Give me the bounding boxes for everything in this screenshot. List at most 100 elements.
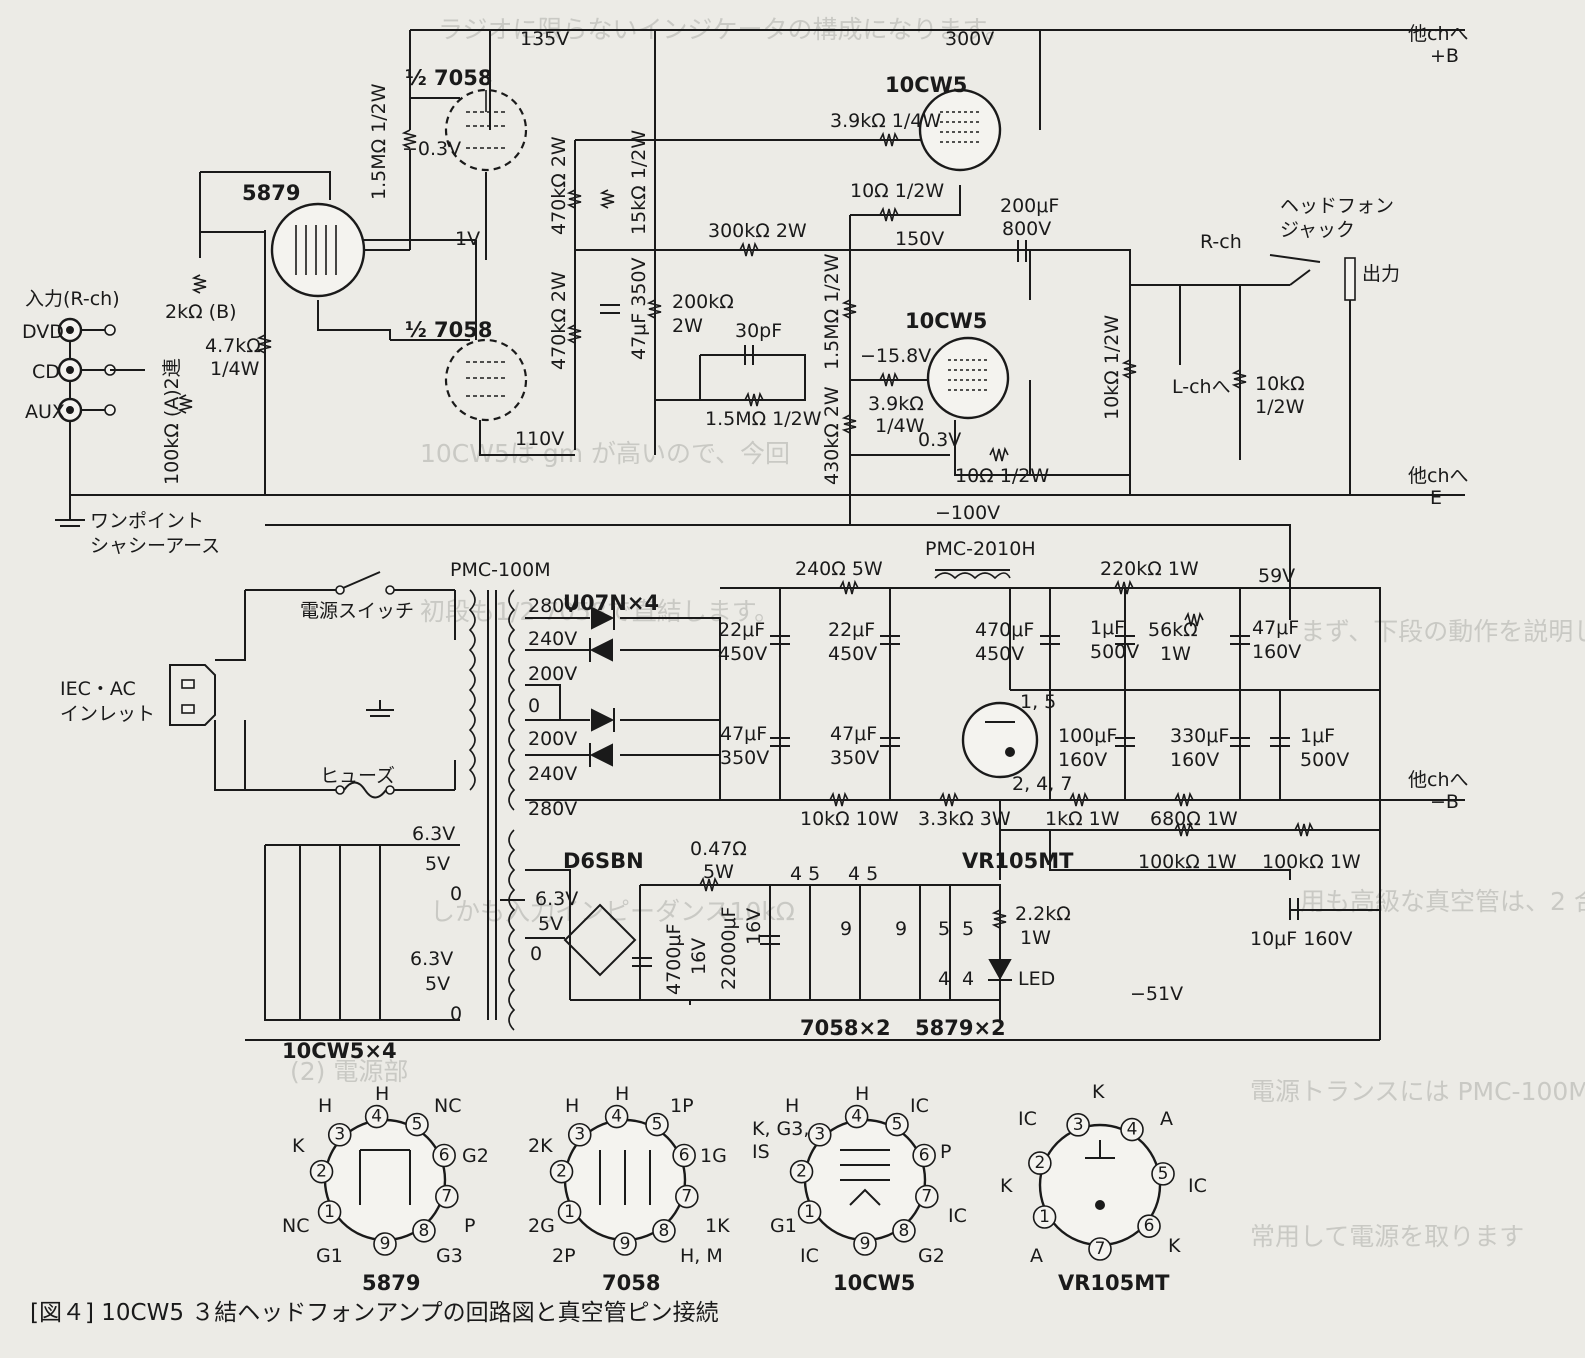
capacitor-label: 47μF <box>830 723 877 745</box>
pin-label: H <box>318 1095 332 1117</box>
pin-label: 4 5 <box>848 863 878 885</box>
tap-label: 280V <box>528 595 577 617</box>
choke-coil <box>934 572 1011 580</box>
pin-number: 7 <box>441 1187 452 1207</box>
headphone-jack <box>1269 254 1356 301</box>
pin-number-circle <box>1028 1151 1052 1175</box>
heater-label: 7058×2 <box>800 1016 891 1040</box>
resistor-label: 300kΩ 2W <box>708 220 807 242</box>
pin-number-circle <box>675 1184 699 1209</box>
tube-labels: ½ 7058 ½ 7058 5879 10CW5 10CW5 VR105MT L… <box>242 66 1074 990</box>
pin-number-circle <box>652 1218 676 1243</box>
pin-label: P <box>464 1215 475 1237</box>
resistor-label: 10kΩ <box>1255 373 1305 395</box>
capacitor-label: 450V <box>718 643 767 665</box>
pin-number: 9 <box>380 1234 391 1254</box>
resistor-label: 680Ω 1W <box>1150 808 1238 830</box>
resistor-label: 470kΩ 2W <box>548 136 570 235</box>
resistor-label: 100kΩ 1W <box>1138 851 1237 873</box>
pinout-name: 10CW5 <box>833 1271 915 1295</box>
background-text: ラジオに限らないインジケータの構成になります。 10CW5は gm が高いので、… <box>290 15 1585 1251</box>
fuse-symbol <box>335 781 395 799</box>
capacitor-label: 500V <box>1090 641 1139 663</box>
capacitor-label: 16V <box>688 938 710 975</box>
ground-label: シャシーアース <box>90 535 220 557</box>
pin-label: K <box>292 1135 305 1157</box>
pin-number: 3 <box>814 1125 825 1145</box>
resistor-label: 100kΩ 1W <box>1262 851 1361 873</box>
resistor-label: 56kΩ <box>1148 619 1198 641</box>
capacitor-label: 160V <box>1058 749 1107 771</box>
pin-number-circle <box>1120 1117 1144 1142</box>
bg-text-line: まず、下段の動作を説明します <box>1300 617 1585 646</box>
pin-label: A <box>1030 1245 1043 1267</box>
heater-label: 10CW5×4 <box>282 1039 397 1063</box>
pin-number-circle <box>613 1232 637 1256</box>
pin-number: 9 <box>620 1234 631 1254</box>
voltage-300v: 300V <box>945 28 994 50</box>
pin-label: G2 <box>918 1245 945 1267</box>
pin-label: K <box>1092 1081 1105 1103</box>
pin-number-circle <box>789 1159 814 1184</box>
pin-number-circle <box>327 1122 352 1147</box>
output-label: 出力 <box>1362 263 1400 285</box>
wiring <box>69 29 1465 1041</box>
pin-number: 5 <box>892 1115 903 1135</box>
resistor-label: 200kΩ <box>672 291 734 313</box>
tap-label: 0 <box>450 883 462 905</box>
tube-label-10cw5-b: 10CW5 <box>905 309 987 333</box>
pin-label: 2P <box>552 1245 576 1267</box>
pin-label: K <box>1000 1175 1013 1197</box>
pin-number: 2 <box>316 1162 327 1182</box>
input-aux-label: AUX <box>25 401 65 423</box>
tube-10cw5-a <box>918 88 1002 172</box>
pin-number: 8 <box>659 1221 670 1241</box>
pinout-name: VR105MT <box>1058 1271 1170 1295</box>
resistor-label: 3.9kΩ <box>868 393 924 415</box>
pin-label: 1P <box>670 1095 694 1117</box>
transformer-label: PMC-100M <box>450 559 551 581</box>
pin-number: 5 <box>1158 1164 1169 1184</box>
tap-label: 5V <box>425 853 450 875</box>
pin-number: 1 <box>564 1202 575 1222</box>
resistor-label: 220kΩ 1W <box>1100 558 1199 580</box>
tube-label-10cw5-a: 10CW5 <box>885 73 967 97</box>
capacitor-label: 1μF <box>1300 725 1335 747</box>
pin-label: 2, 4, 7 <box>1012 773 1072 795</box>
pin-number: 2 <box>796 1162 807 1182</box>
resistor-label: 470kΩ 2W <box>548 271 570 370</box>
pin-number-circle <box>309 1159 334 1184</box>
tap-label: 5V <box>538 913 563 935</box>
input-cd-label: CD <box>32 361 60 383</box>
tap-label: 0 <box>528 695 540 717</box>
pinout-name: 7058 <box>602 1271 660 1295</box>
bg-text-line: 10CW5は gm が高いので、今回 <box>420 439 790 468</box>
pin-number-circle <box>885 1112 909 1137</box>
bg-text-line: 常用して電源を取ります <box>1250 1222 1524 1251</box>
capacitor-label: 47μF <box>1252 617 1299 639</box>
pin-label: 1G <box>700 1145 727 1167</box>
capacitor-label: 4700μF <box>663 924 685 995</box>
pin-number: 3 <box>1073 1115 1084 1135</box>
pin-label: IC <box>1018 1108 1037 1130</box>
pin-label: H <box>375 1083 389 1105</box>
resistor-label: 3.9kΩ 1/4W <box>830 110 941 132</box>
lch-label: L-chへ <box>1172 376 1231 398</box>
pin-label: 4 <box>962 968 974 990</box>
tube-label-5879: 5879 <box>242 181 300 205</box>
pin-number-circle <box>1137 1214 1161 1238</box>
tap-label: 280V <box>528 798 577 820</box>
capacitor-label: 350V <box>830 747 879 769</box>
iec-label: インレット <box>60 703 155 725</box>
pin-number-circle <box>1088 1237 1112 1261</box>
pin-label: H <box>785 1095 799 1117</box>
pin-label: H <box>615 1083 629 1105</box>
resistor-label: 430kΩ 2W <box>821 386 843 485</box>
resistor-label: 3.3kΩ 3W <box>918 808 1011 830</box>
pin-number: 5 <box>412 1115 423 1135</box>
pin-number-circle <box>549 1159 574 1184</box>
resistor-label: 10kΩ 1/2W <box>1101 315 1123 420</box>
pin-label: K <box>1168 1235 1181 1257</box>
